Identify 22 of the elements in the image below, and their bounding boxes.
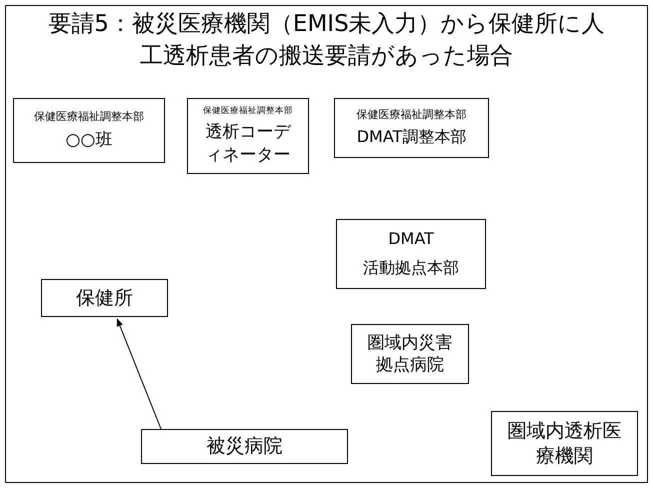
title: 要請5：被災医療機関（EMIS未入力）から保健所に人工透析患者の搬送要請があった場合 bbox=[47, 10, 606, 71]
box-label: DMAT bbox=[388, 229, 434, 250]
node-box bbox=[491, 411, 638, 476]
box-heading: 保健医療福祉調整本部 bbox=[203, 106, 293, 118]
box-heading: 保健医療福祉調整本部 bbox=[34, 110, 144, 125]
node-box bbox=[351, 324, 469, 384]
node-box bbox=[41, 279, 168, 317]
box-label: ○○班 bbox=[66, 128, 112, 151]
box-label: DMAT調整本部 bbox=[356, 126, 466, 148]
box-label: 圏域内災害拠点病院 bbox=[366, 332, 454, 376]
node-box bbox=[13, 98, 165, 163]
box-label: 透析コーディネーター bbox=[204, 121, 292, 166]
arrow bbox=[116, 318, 162, 430]
node-box bbox=[141, 429, 348, 464]
box-heading: 保健医療福祉調整本部 bbox=[356, 108, 466, 123]
box-label: 保健所 bbox=[76, 286, 133, 310]
box-label: 活動拠点本部 bbox=[363, 258, 459, 279]
box-label: 圏域内透析医療機関 bbox=[506, 418, 622, 468]
node-box bbox=[336, 219, 486, 289]
node-box bbox=[334, 98, 489, 158]
node-box bbox=[187, 98, 309, 174]
box-label: 被災病院 bbox=[206, 434, 282, 459]
